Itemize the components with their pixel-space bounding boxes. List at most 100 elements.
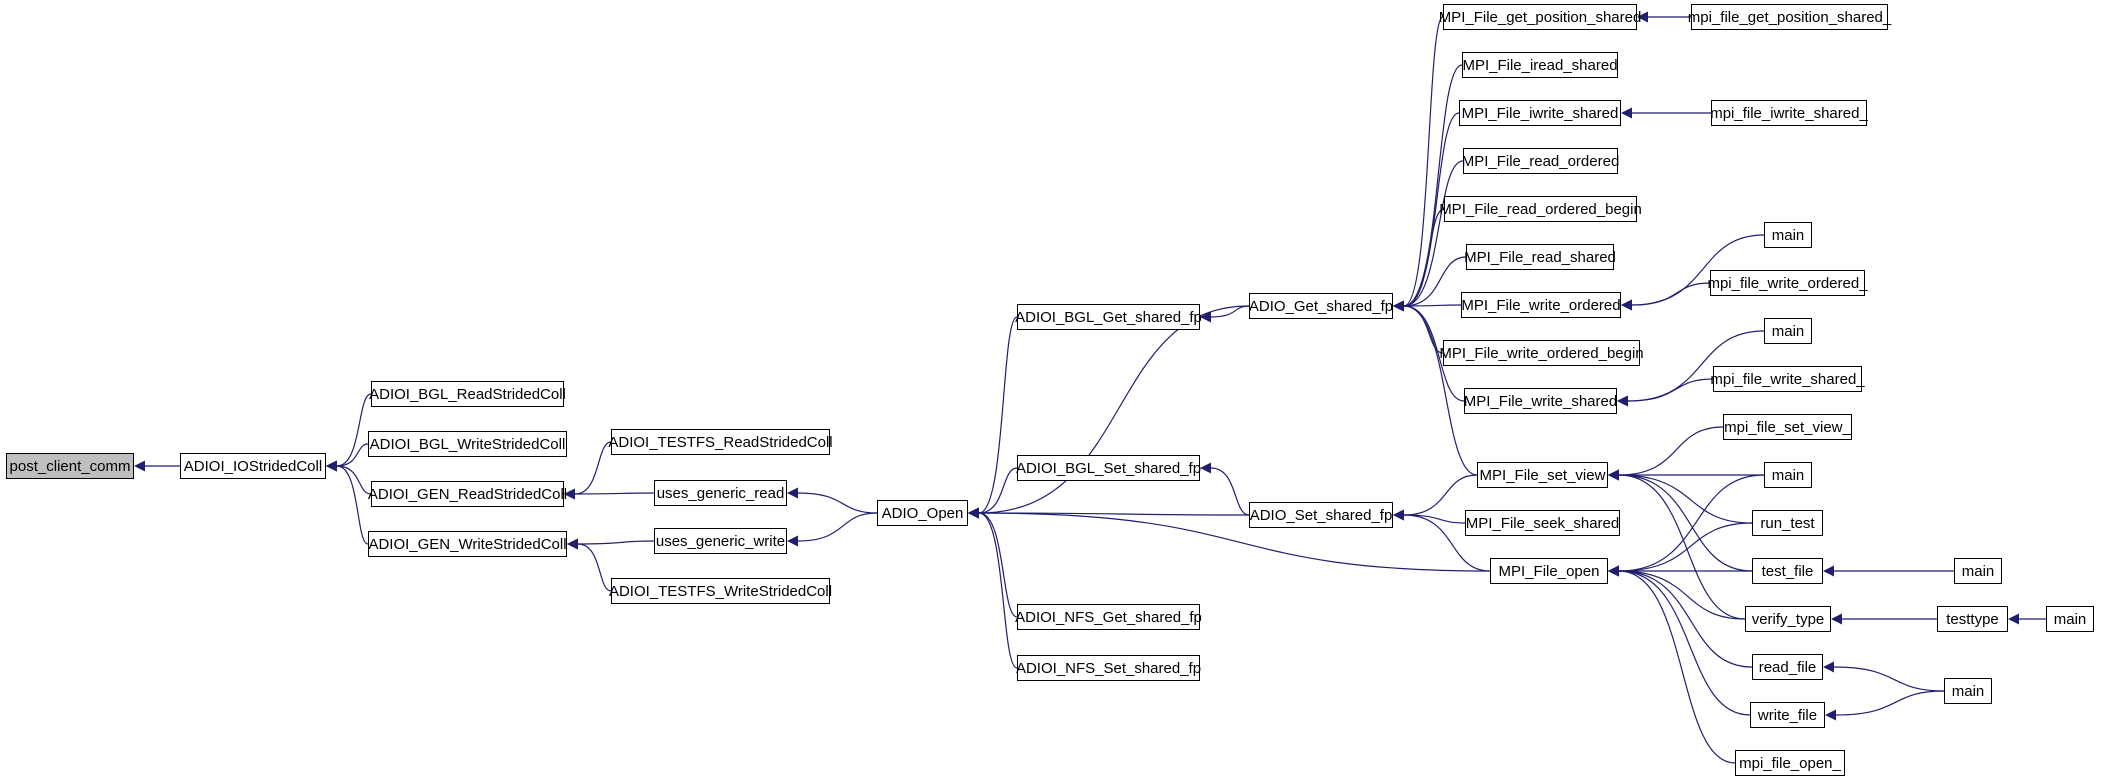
node-main_write_shared[interactable]: main [1764, 318, 1812, 344]
edge-read_file-to-MPI_File_open [1618, 570, 1753, 668]
node-label: uses_generic_read [656, 484, 785, 502]
edge-main_read_write_file-to-read_file [1833, 666, 1945, 692]
node-label: ADIOI_GEN_WriteStridedColl [368, 535, 567, 553]
node-uses_generic_write[interactable]: uses_generic_write [654, 528, 787, 554]
node-label: mpi_file_get_position_shared_ [1687, 8, 1892, 26]
node-MPI_File_iread_shared[interactable]: MPI_File_iread_shared [1462, 52, 1618, 78]
node-ADIOI_GEN_ReadStridedColl[interactable]: ADIOI_GEN_ReadStridedColl [367, 481, 568, 507]
edge-arrowhead [1608, 469, 1619, 481]
node-ADIOI_BGL_ReadStridedColl[interactable]: ADIOI_BGL_ReadStridedColl [369, 381, 566, 407]
node-ADIOI_BGL_Set_shared_fp[interactable]: ADIOI_BGL_Set_shared_fp [1016, 455, 1201, 481]
node-MPI_File_open[interactable]: MPI_File_open [1490, 558, 1608, 584]
node-ADIOI_BGL_Get_shared_fp[interactable]: ADIOI_BGL_Get_shared_fp [1015, 304, 1202, 330]
edge-arrowhead [968, 507, 979, 519]
edge-ADIOI_BGL_ReadStridedColl-to-ADIOI_IOStridedColl [336, 393, 372, 467]
edge-arrowhead [1608, 565, 1619, 577]
edge-ADIOI_BGL_Set_shared_fp-to-ADIO_Open [978, 467, 1018, 514]
node-main_write_ordered[interactable]: main [1764, 222, 1812, 248]
edge-uses_generic_read-to-ADIOI_GEN_ReadStridedColl [574, 492, 655, 495]
node-uses_generic_read[interactable]: uses_generic_read [654, 480, 787, 506]
edge-arrowhead [968, 507, 979, 519]
node-label: main [1771, 466, 1805, 484]
edge-ADIOI_BGL_WriteStridedColl-to-ADIOI_IOStridedColl [336, 443, 369, 467]
node-ADIOI_TESTFS_ReadStridedColl[interactable]: ADIOI_TESTFS_ReadStridedColl [608, 429, 833, 455]
node-main_test_file[interactable]: main [1954, 558, 2002, 584]
edge-MPI_File_write_ordered-to-ADIO_Get_shared_fp [1403, 304, 1462, 307]
node-main_set_view[interactable]: main [1764, 462, 1812, 488]
node-ADIO_Set_shared_fp[interactable]: ADIO_Set_shared_fp [1249, 502, 1393, 528]
node-mpi_file_write_shared_[interactable]: mpi_file_write_shared_ [1710, 366, 1865, 392]
edge-arrowhead [1823, 661, 1834, 673]
node-run_test[interactable]: run_test [1752, 510, 1823, 536]
edge-ADIOI_TESTFS_ReadStridedColl-to-ADIOI_GEN_ReadStridedColl [574, 441, 612, 495]
node-label: ADIOI_BGL_WriteStridedColl [369, 435, 566, 453]
node-label: ADIOI_GEN_ReadStridedColl [367, 485, 568, 503]
node-MPI_File_iwrite_shared[interactable]: MPI_File_iwrite_shared [1459, 100, 1621, 126]
node-MPI_File_read_ordered_begin[interactable]: MPI_File_read_ordered_begin [1439, 196, 1642, 222]
node-test_file[interactable]: test_file [1752, 558, 1823, 584]
node-write_file[interactable]: write_file [1750, 702, 1825, 728]
node-main_testtype[interactable]: main [2046, 606, 2094, 632]
node-label: ADIOI_IOStridedColl [183, 457, 323, 475]
node-ADIOI_IOStridedColl[interactable]: ADIOI_IOStridedColl [180, 453, 326, 479]
node-verify_type[interactable]: verify_type [1745, 606, 1831, 632]
node-MPI_File_write_ordered_begin[interactable]: MPI_File_write_ordered_begin [1439, 340, 1644, 366]
node-label: ADIO_Get_shared_fp [1248, 297, 1394, 315]
node-mpi_file_iwrite_shared_[interactable]: mpi_file_iwrite_shared_ [1710, 100, 1868, 126]
edge-arrowhead [1393, 300, 1404, 312]
edge-MPI_File_seek_shared-to-ADIO_Set_shared_fp [1403, 514, 1466, 524]
node-read_file[interactable]: read_file [1752, 654, 1823, 680]
edge-ADIO_Get_shared_fp-to-ADIO_Open [978, 305, 1250, 514]
node-label: MPI_File_write_ordered_begin [1439, 344, 1644, 362]
edge-arrowhead [1621, 299, 1632, 311]
node-MPI_File_read_ordered[interactable]: MPI_File_read_ordered [1462, 148, 1619, 174]
edge-arrowhead [1823, 565, 1834, 577]
edge-uses_generic_write-to-ADIOI_GEN_WriteStridedColl [577, 540, 655, 545]
edge-verify_type-to-MPI_File_open [1618, 570, 1746, 620]
node-MPI_File_write_ordered[interactable]: MPI_File_write_ordered [1461, 292, 1621, 318]
edge-arrowhead [326, 460, 337, 472]
edge-arrowhead [326, 460, 337, 472]
node-label: MPI_File_iread_shared [1462, 56, 1618, 74]
node-MPI_File_get_position_shared[interactable]: MPI_File_get_position_shared [1439, 4, 1641, 30]
node-ADIOI_NFS_Set_shared_fp[interactable]: ADIOI_NFS_Set_shared_fp [1016, 655, 1201, 681]
edge-arrowhead [1393, 300, 1404, 312]
edge-arrowhead [1393, 300, 1404, 312]
edge-arrowhead [1393, 300, 1404, 312]
node-ADIO_Get_shared_fp[interactable]: ADIO_Get_shared_fp [1249, 293, 1393, 319]
node-label: test_file [1761, 562, 1814, 580]
edge-arrowhead [1608, 469, 1619, 481]
node-label: ADIOI_TESTFS_ReadStridedColl [608, 433, 833, 451]
node-label: ADIO_Set_shared_fp [1249, 506, 1393, 524]
edge-arrowhead [1608, 469, 1619, 481]
edge-main_read_write_file-to-write_file [1835, 690, 1945, 716]
edge-arrowhead [326, 460, 337, 472]
node-MPI_File_set_view[interactable]: MPI_File_set_view [1477, 462, 1608, 488]
node-MPI_File_write_shared[interactable]: MPI_File_write_shared [1464, 388, 1617, 414]
edge-arrowhead [567, 538, 578, 550]
node-label: uses_generic_write [655, 532, 786, 550]
node-mpi_file_write_ordered_[interactable]: mpi_file_write_ordered_ [1707, 270, 1868, 296]
node-post_client_comm[interactable]: post_client_comm [6, 453, 134, 479]
node-mpi_file_set_view_[interactable]: mpi_file_set_view_ [1723, 414, 1852, 440]
edge-ADIOI_NFS_Get_shared_fp-to-ADIO_Open [978, 512, 1018, 618]
edge-arrowhead [1617, 395, 1628, 407]
node-MPI_File_read_shared[interactable]: MPI_File_read_shared [1464, 244, 1616, 270]
edge-arrowhead [968, 507, 979, 519]
node-ADIOI_GEN_WriteStridedColl[interactable]: ADIOI_GEN_WriteStridedColl [368, 531, 567, 557]
node-mpi_file_open_[interactable]: mpi_file_open_ [1735, 750, 1845, 776]
edge-ADIOI_GEN_ReadStridedColl-to-ADIOI_IOStridedColl [336, 465, 372, 495]
node-MPI_File_seek_shared[interactable]: MPI_File_seek_shared [1465, 510, 1620, 536]
node-testtype[interactable]: testtype [1937, 606, 2008, 632]
edge-ADIO_Get_shared_fp-to-ADIOI_BGL_Get_shared_fp [1210, 305, 1250, 318]
node-ADIOI_BGL_WriteStridedColl[interactable]: ADIOI_BGL_WriteStridedColl [368, 431, 567, 457]
edge-ADIOI_TESTFS_WriteStridedColl-to-ADIOI_GEN_WriteStridedColl [577, 543, 612, 592]
node-ADIOI_NFS_Get_shared_fp[interactable]: ADIOI_NFS_Get_shared_fp [1015, 604, 1202, 630]
node-main_read_write_file[interactable]: main [1944, 678, 1992, 704]
node-ADIO_Open[interactable]: ADIO_Open [877, 500, 968, 526]
node-mpi_file_get_position_shared_[interactable]: mpi_file_get_position_shared_ [1687, 4, 1892, 30]
node-label: MPI_File_get_position_shared [1438, 8, 1642, 26]
node-ADIOI_TESTFS_WriteStridedColl[interactable]: ADIOI_TESTFS_WriteStridedColl [609, 578, 832, 604]
edge-ADIOI_NFS_Set_shared_fp-to-ADIO_Open [978, 512, 1018, 669]
